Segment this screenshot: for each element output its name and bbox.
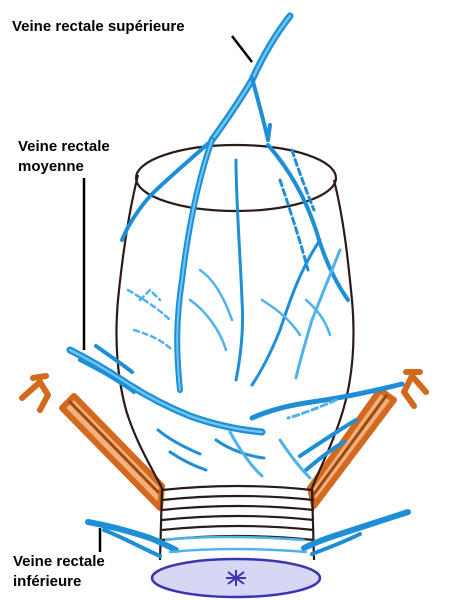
right-muscle-band-dark [314, 396, 386, 494]
left-muscle-band [62, 396, 162, 508]
central-lower-veins [230, 432, 310, 478]
anal-orifice-star [226, 570, 246, 586]
anal-canal-ring-4 [162, 516, 314, 520]
anus [152, 559, 320, 597]
superior-branch-center [236, 160, 243, 380]
left-muscle-band-dark [70, 402, 158, 492]
label-veine-rectale-inferieure: Veine rectale inférieure [13, 552, 105, 592]
superior-branch-right-lower [252, 240, 320, 385]
anal-canal-ring-2 [162, 496, 314, 500]
intramural-branches-right [262, 300, 330, 335]
label-moyenne-line2: moyenne [18, 157, 110, 177]
superior-branch-mid [177, 140, 212, 390]
anal-plexus [166, 537, 306, 552]
intramural-branches-mid [190, 270, 232, 350]
leader-superieure [232, 36, 252, 62]
superior-branch-right-up [252, 78, 270, 140]
superior-branch-right [268, 145, 348, 300]
left-muscle-outer [22, 376, 48, 410]
lower-left-branches [158, 430, 264, 470]
anal-canal-ring-3 [162, 506, 314, 510]
veins [70, 16, 408, 556]
label-veine-rectale-superieure: Veine rectale supérieure [12, 17, 185, 37]
anal-canal-ring-5 [162, 526, 314, 530]
inferior-rectal-vein-right [304, 512, 408, 548]
label-inferieure-line1: Veine rectale [13, 552, 105, 572]
label-veine-rectale-moyenne: Veine rectale moyenne [18, 137, 110, 177]
right-muscle-band [310, 390, 394, 506]
anal-canal-ring-1 [162, 486, 312, 490]
label-moyenne-line1: Veine rectale [18, 137, 110, 157]
label-inferieure-line2: inférieure [13, 572, 105, 592]
intramural-branches-left [128, 290, 172, 350]
right-muscle-outer [404, 372, 426, 406]
